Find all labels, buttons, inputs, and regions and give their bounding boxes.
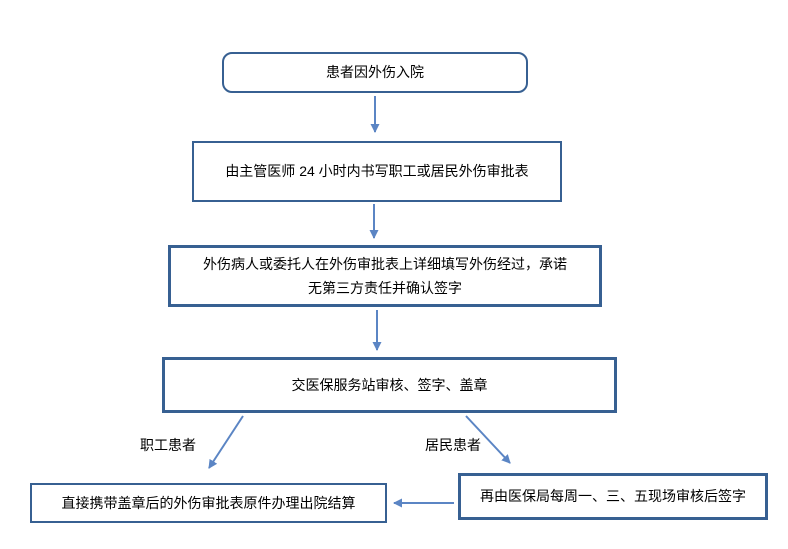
flow-node-employee-settlement: 直接携带盖章后的外伤审批表原件办理出院结算 xyxy=(30,483,387,523)
flow-node-patient-fill-form: 外伤病人或委托人在外伤审批表上详细填写外伤经过，承诺 无第三方责任并确认签字 xyxy=(168,245,602,307)
branch-label-employee: 职工患者 xyxy=(140,437,196,453)
flow-node-service-station-review: 交医保服务站审核、签字、盖章 xyxy=(162,357,617,413)
flow-node-bureau-onsite-review: 再由医保局每周一、三、五现场审核后签字 xyxy=(458,473,768,520)
flow-node-doctor-write-form: 由主管医师 24 小时内书写职工或居民外伤审批表 xyxy=(192,141,562,202)
arrow-review-to-settle xyxy=(208,415,244,469)
flow-node-admission: 患者因外伤入院 xyxy=(222,52,528,93)
branch-label-resident: 居民患者 xyxy=(425,437,481,453)
